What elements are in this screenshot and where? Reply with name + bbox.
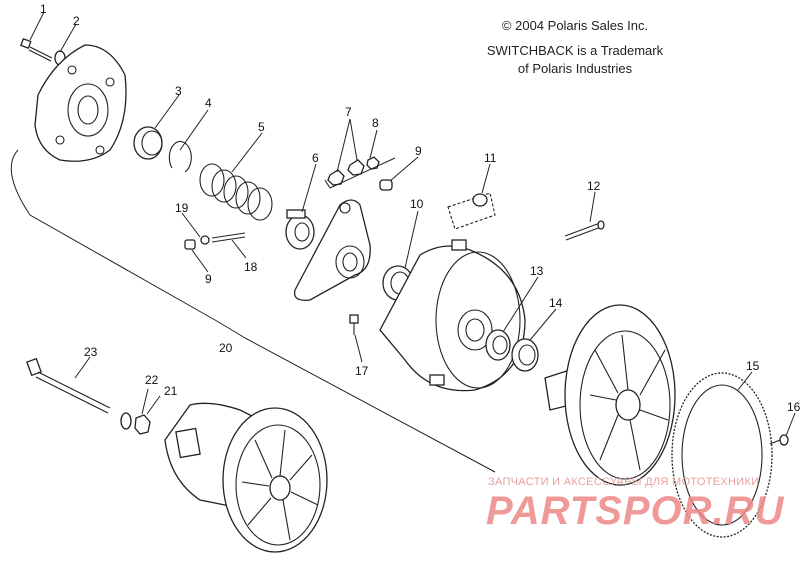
trademark-line: SWITCHBACK is a Trademark (486, 43, 664, 58)
copyright-line: © 2004 Polaris Sales Inc. (501, 18, 649, 33)
callout-13: 13 (530, 264, 544, 278)
callout-labels: 1 2 3 4 5 6 7 8 9 9 10 11 12 13 14 15 16… (40, 2, 800, 414)
part-spring-seat-6 (285, 209, 315, 250)
part-washer-22 (120, 412, 132, 430)
callout-15: 15 (746, 359, 760, 373)
part-ring-gear-15 (671, 372, 773, 538)
part-washer-14 (511, 338, 539, 372)
callout-1: 1 (40, 2, 47, 16)
callout-14: 14 (549, 296, 563, 310)
callout-20: 20 (219, 341, 233, 355)
part-bolt-1 (20, 37, 53, 62)
part-bolt-23 (26, 357, 111, 414)
callout-19: 19 (175, 201, 189, 215)
part-spider-arm (293, 199, 371, 301)
watermark-tagline: ЗАПЧАСТИ И АКСЕССУАРЫ ДЛЯ МОТОТЕХНИКИ (488, 476, 760, 488)
assembly-bracket-20 (10, 149, 496, 473)
part-screw-17 (349, 314, 359, 335)
part-moveable-sheave (379, 239, 526, 392)
callout-6: 6 (312, 151, 319, 165)
callout-23: 23 (84, 345, 98, 359)
part-bushing-3 (133, 126, 163, 160)
part-washer-13 (485, 329, 511, 361)
part-cover-plate (34, 44, 127, 162)
part-clutch-assembly-20 (164, 402, 328, 553)
part-spring-5 (199, 163, 273, 221)
callout-5: 5 (258, 120, 265, 134)
callout-2: 2 (73, 14, 80, 28)
callout-4: 4 (205, 96, 212, 110)
watermark-brand: PARTSPOR.RU (486, 489, 785, 533)
part-roller-9 (379, 179, 393, 191)
callout-12: 12 (587, 179, 601, 193)
callout-10: 10 (410, 197, 424, 211)
part-nut-21 (134, 414, 151, 435)
part-screw-16 (769, 434, 789, 446)
callout-8: 8 (372, 116, 379, 130)
part-clip-11 (447, 192, 496, 230)
callout-9-lower: 9 (205, 272, 212, 286)
callout-7: 7 (345, 105, 352, 119)
part-nuts-7-8 (324, 156, 396, 189)
part-stationary-sheave (544, 304, 676, 486)
callout-11: 11 (484, 151, 497, 165)
callout-16: 16 (787, 400, 800, 414)
trademark-owner-line: of Polaris Industries (517, 61, 633, 76)
part-snap-ring-4 (168, 140, 192, 173)
callout-17: 17 (355, 364, 369, 378)
callout-3: 3 (175, 84, 182, 98)
part-pin-12 (564, 220, 605, 241)
callout-18: 18 (244, 260, 258, 274)
callout-22: 22 (145, 373, 159, 387)
part-pin-18-19 (184, 232, 246, 250)
callout-9-upper: 9 (415, 144, 422, 158)
callout-21: 21 (164, 384, 178, 398)
leader-lines (29, 11, 796, 437)
